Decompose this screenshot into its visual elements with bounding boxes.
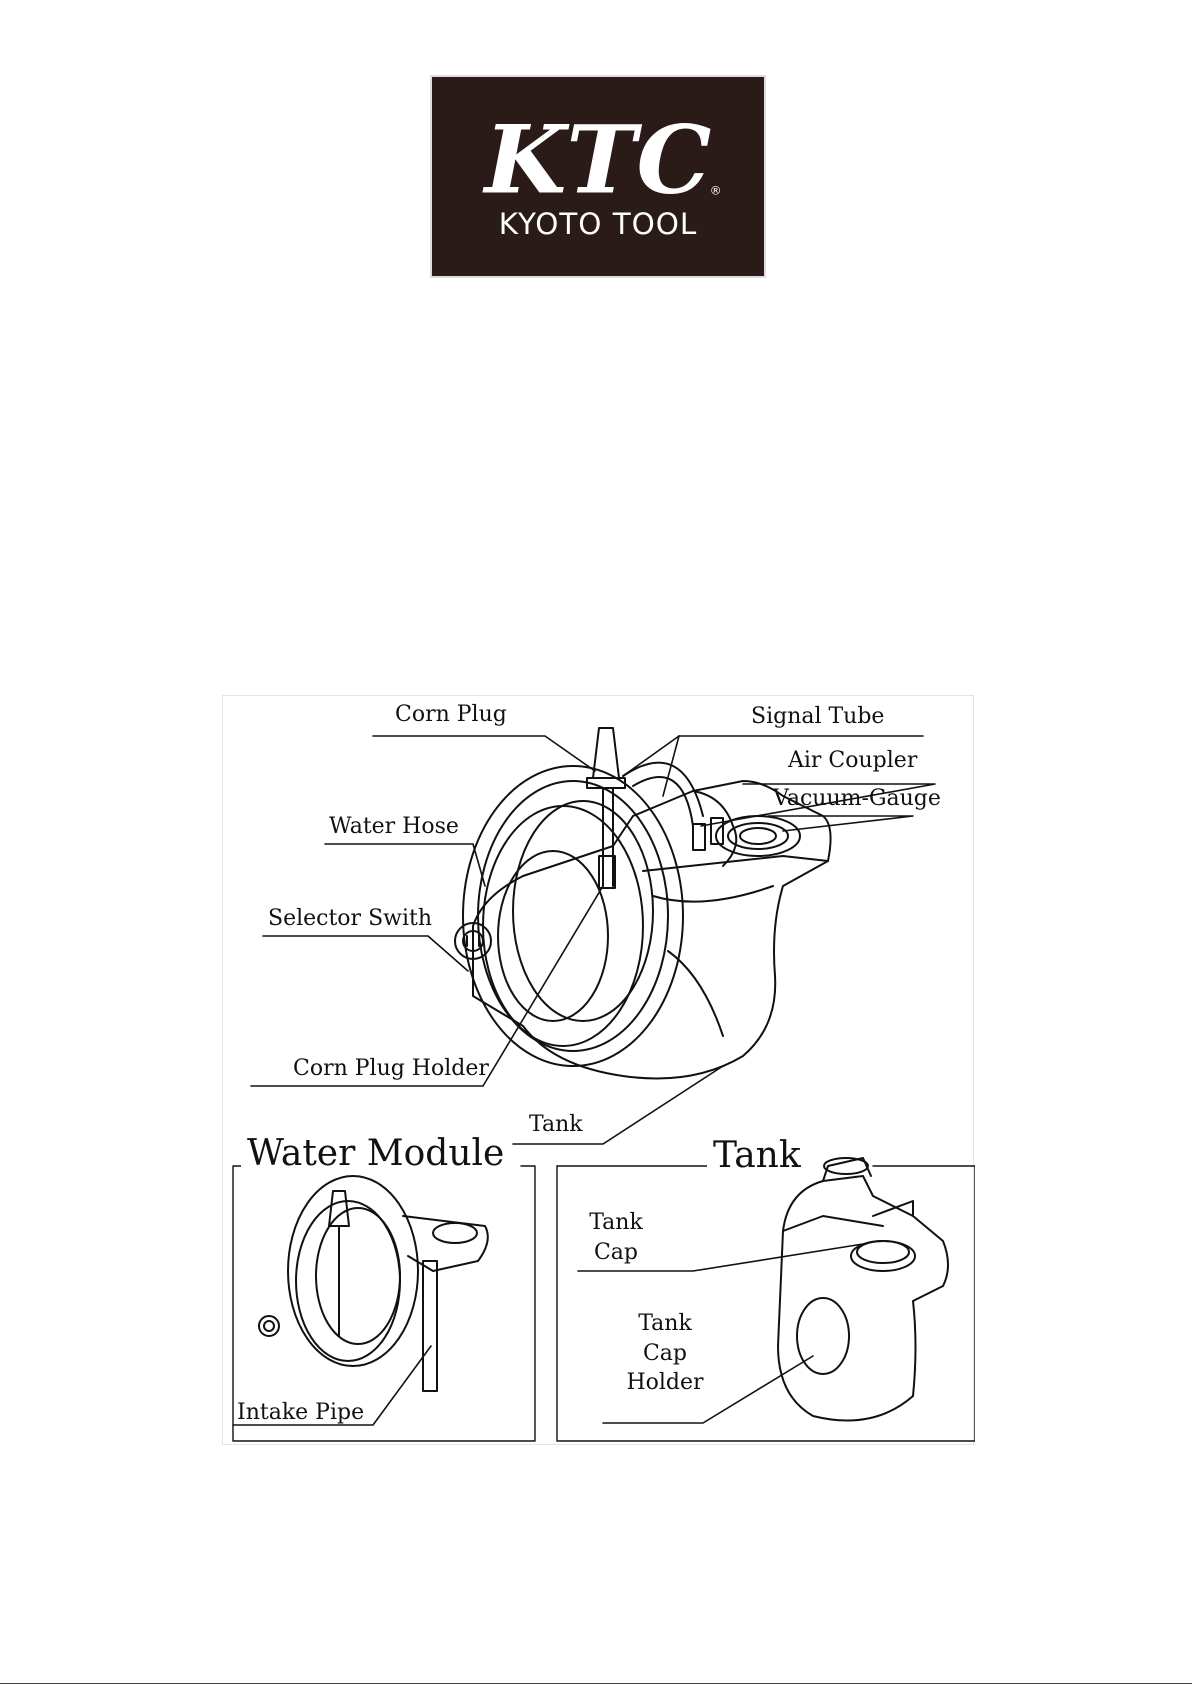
logo-brand: KTC <box>482 106 712 216</box>
label-holder-line2: Cap <box>619 1343 711 1365</box>
label-tank-cap-line1: Tank <box>578 1212 654 1234</box>
label-signal-tube: Signal Tube <box>751 706 884 728</box>
label-tank: Tank <box>529 1114 583 1136</box>
label-holder-line3: Holder <box>609 1372 721 1394</box>
label-vacuum-gauge: Vacuum-Gauge <box>773 788 941 810</box>
logo-subtitle: KYOTO TOOL <box>499 207 698 241</box>
water-module-small-illustration <box>233 1176 488 1425</box>
label-selector-switch: Selector Swith <box>268 908 432 930</box>
label-tank-cap-line2: Cap <box>578 1242 654 1264</box>
label-holder-line1: Tank <box>619 1313 711 1335</box>
label-air-coupler: Air Coupler <box>788 750 917 772</box>
logo-registered-mark: ® <box>710 184 722 198</box>
water-module-title: Water Module <box>241 1136 510 1172</box>
label-water-hose: Water Hose <box>329 816 459 838</box>
ktc-logo-graphic: KTC ® KYOTO TOOL <box>432 77 764 276</box>
label-corn-plug-holder: Corn Plug Holder <box>293 1058 489 1080</box>
page-bottom-rule <box>0 1683 1192 1684</box>
label-intake-pipe: Intake Pipe <box>237 1402 364 1424</box>
ktc-logo: KTC ® KYOTO TOOL <box>430 75 766 278</box>
label-corn-plug: Corn Plug <box>395 704 507 726</box>
tank-panel-title: Tank <box>707 1138 807 1174</box>
parts-diagram: Corn Plug Signal Tube Air Coupler Vacuum… <box>222 695 974 1445</box>
